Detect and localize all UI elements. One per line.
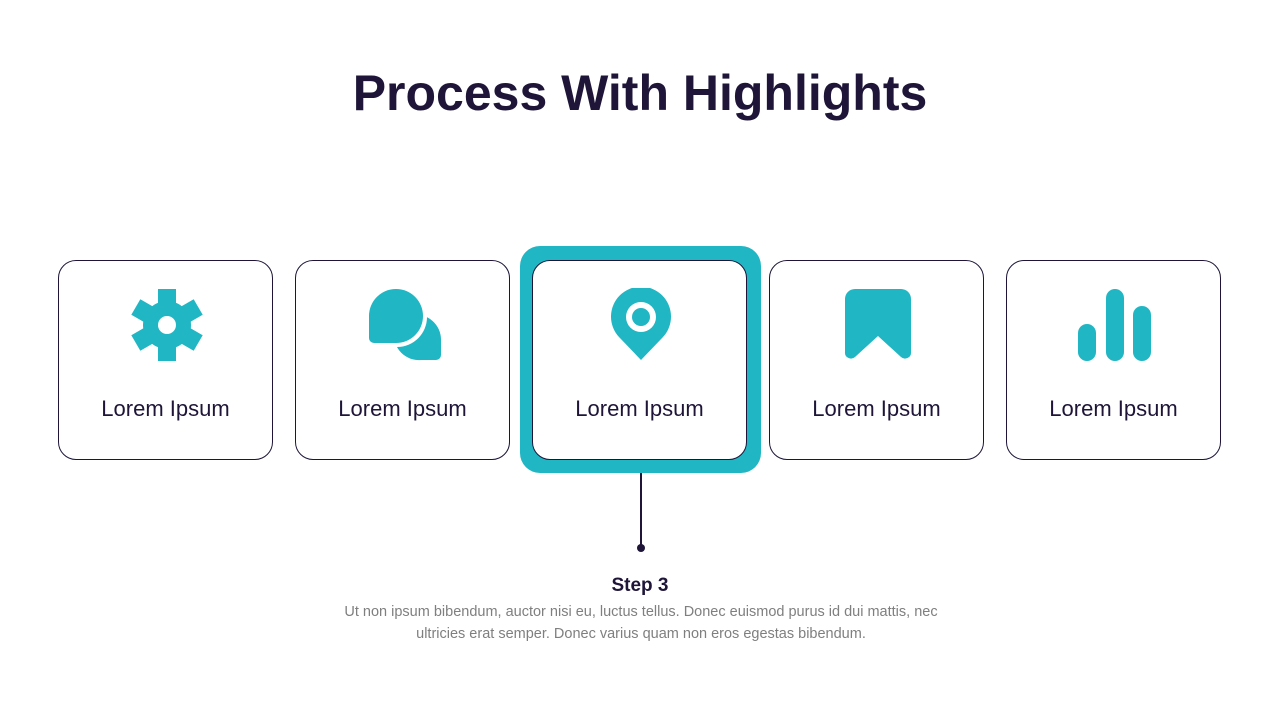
step-card-3[interactable]: Lorem Ipsum: [532, 260, 747, 460]
step-label: Lorem Ipsum: [575, 396, 704, 421]
connector-line: [640, 473, 642, 548]
step-card-5[interactable]: Lorem Ipsum: [1006, 260, 1221, 460]
detail-heading: Step 3: [611, 575, 669, 596]
gear-icon: [131, 289, 203, 361]
page-title: Process With Highlights: [352, 65, 928, 121]
step-card-1[interactable]: Lorem Ipsum: [58, 260, 273, 460]
location-pin-icon: [611, 288, 671, 360]
chat-bubbles-icon: [367, 288, 441, 361]
connector-dot: [637, 544, 645, 552]
step-label: Lorem Ipsum: [338, 396, 467, 421]
detail-text: Ut non ipsum bibendum, auctor nisi eu, l…: [344, 604, 938, 642]
step-card-4[interactable]: Lorem Ipsum: [769, 260, 984, 460]
step-label: Lorem Ipsum: [812, 396, 941, 421]
bar-chart-icon: [1078, 289, 1151, 361]
step-label: Lorem Ipsum: [1049, 396, 1178, 421]
bookmark-icon: [844, 289, 912, 359]
step-label: Lorem Ipsum: [101, 396, 230, 421]
step-card-2[interactable]: Lorem Ipsum: [295, 260, 510, 460]
